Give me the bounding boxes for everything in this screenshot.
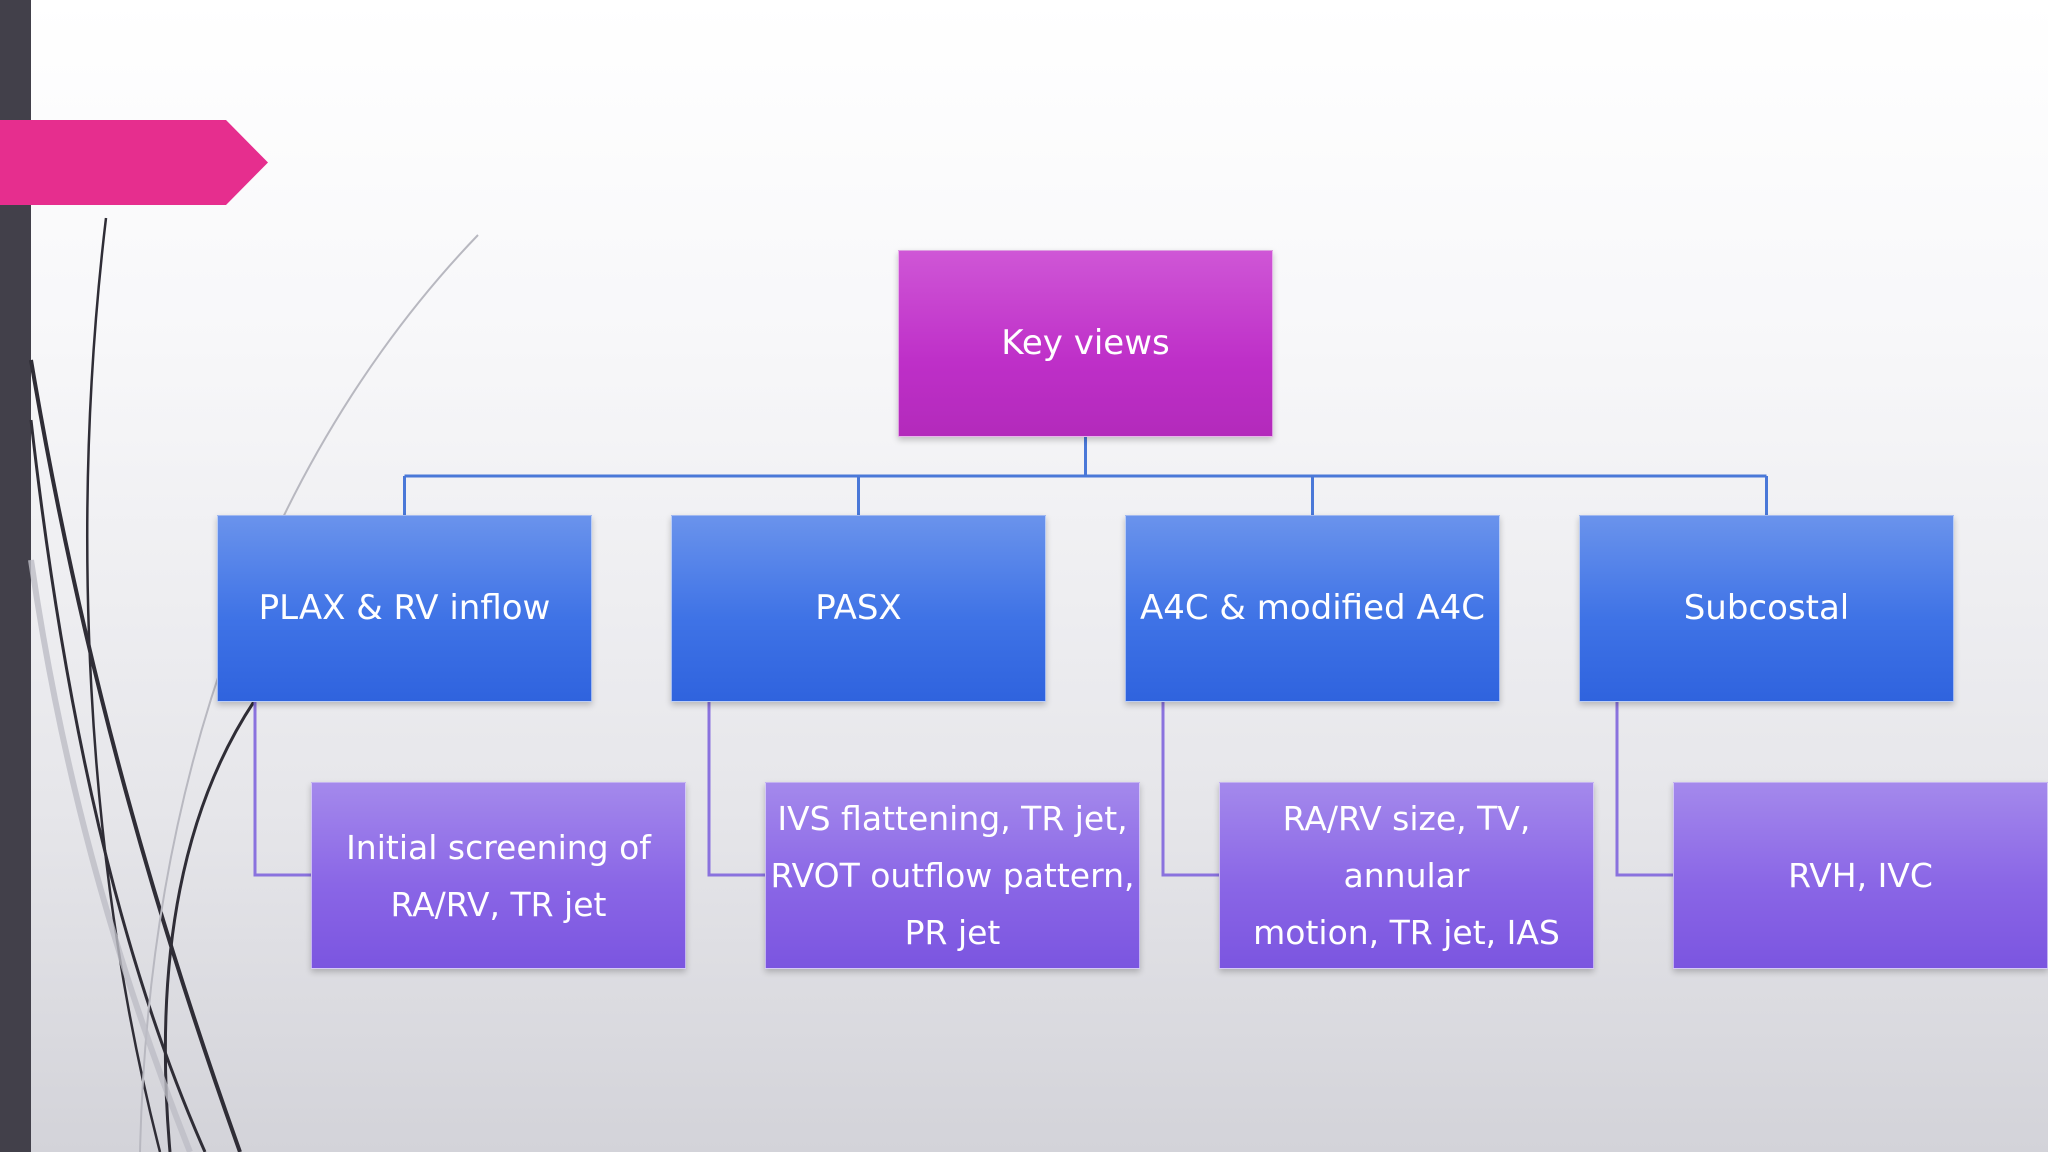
root-node-key-views: Key views	[898, 250, 1273, 437]
category-node-a4c: A4C & modified A4C	[1125, 515, 1500, 702]
detail-node-plax: Initial screening of RA/RV, TR jet	[311, 782, 686, 969]
detail-text: IVS flattening, TR jet, RVOT outflow pat…	[770, 799, 1135, 952]
category-label: PLAX & RV inflow	[258, 588, 551, 628]
detail-node-subcostal: RVH, IVC	[1673, 782, 2048, 969]
detail-text: RVH, IVC	[1788, 856, 1933, 895]
detail-text: Initial screening of RA/RV, TR jet	[346, 827, 651, 924]
category-node-plax: PLAX & RV inflow	[217, 515, 592, 702]
category-label: Subcostal	[1683, 588, 1850, 628]
detail-node-pasx: IVS flattening, TR jet, RVOT outflow pat…	[765, 782, 1140, 969]
category-node-pasx: PASX	[671, 515, 1046, 702]
root-node-label: Key views	[1001, 323, 1170, 363]
section-accent-tag	[0, 120, 268, 205]
detail-node-a4c: RA/RV size, TV, annular motion, TR jet, …	[1219, 782, 1594, 969]
category-label: PASX	[815, 588, 902, 628]
category-label: A4C & modified A4C	[1139, 588, 1486, 628]
detail-text: RA/RV size, TV, annular motion, TR jet, …	[1253, 799, 1560, 952]
category-node-subcostal: Subcostal	[1579, 515, 1954, 702]
